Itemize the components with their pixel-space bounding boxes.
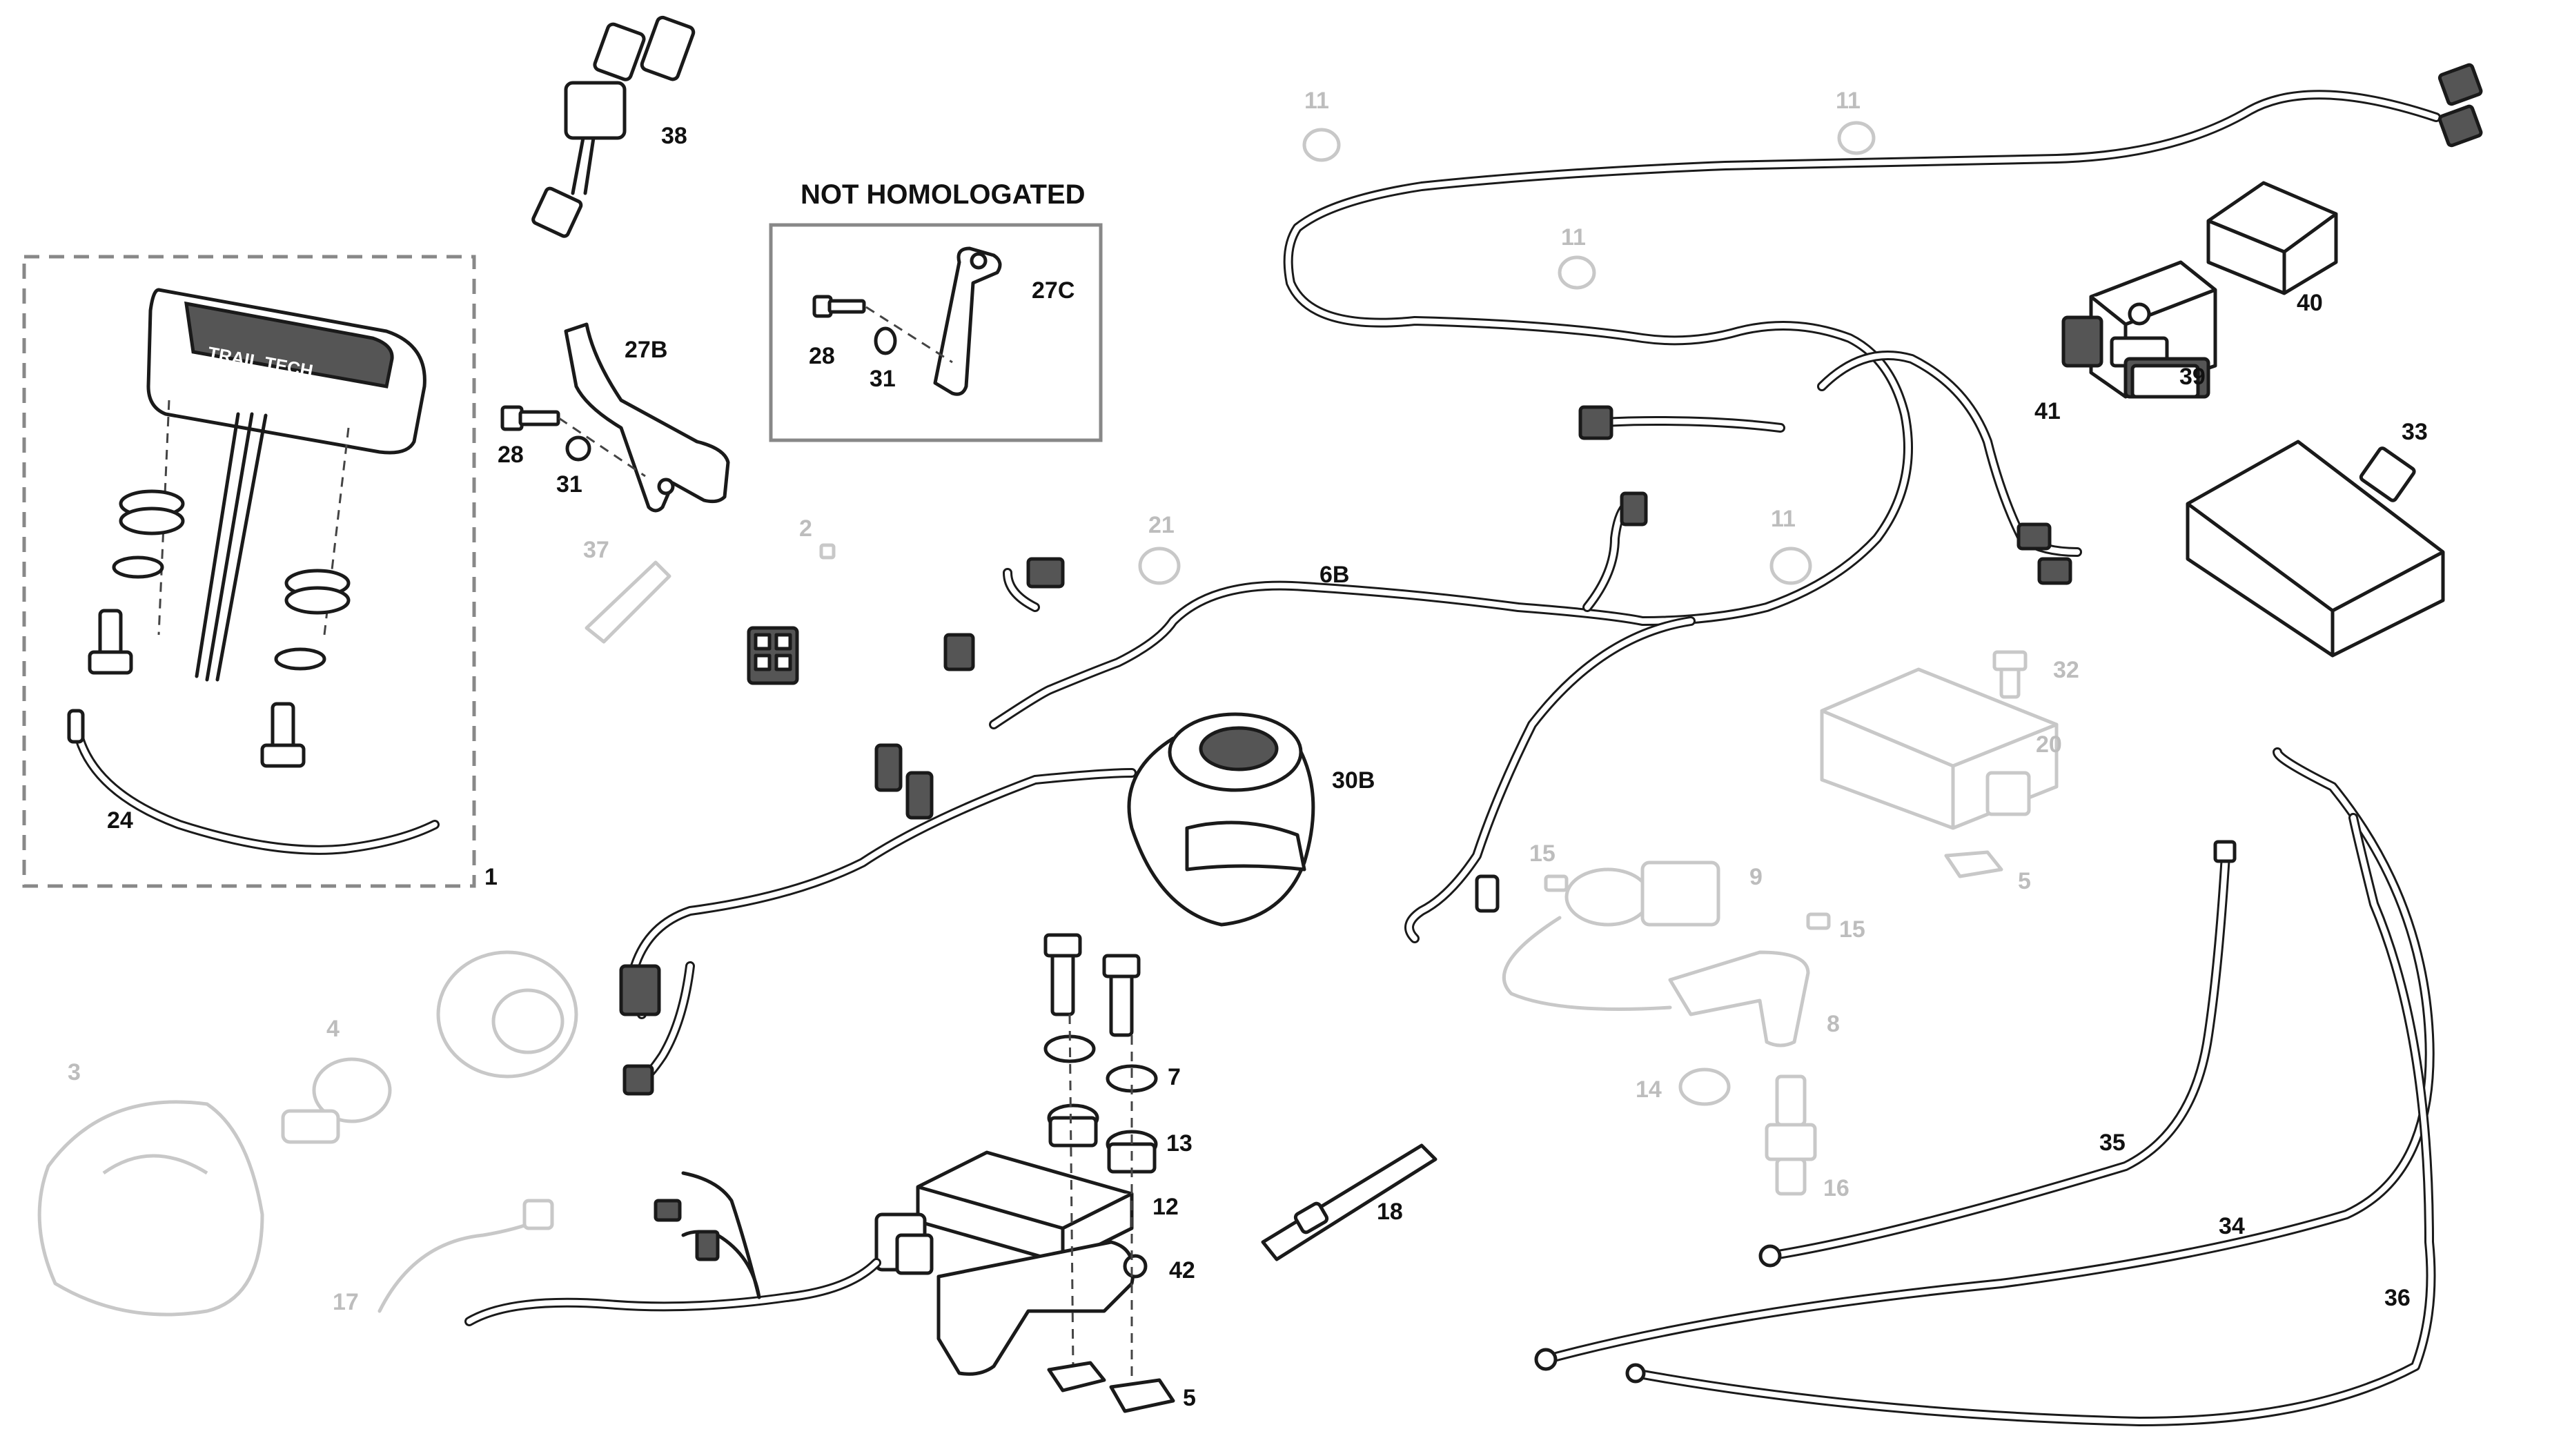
faded-bulb-4 — [281, 1057, 392, 1144]
cdi-unit-12 — [874, 1150, 1134, 1275]
callout-30b: 30B — [1332, 767, 1375, 794]
faded-part-2 — [819, 543, 836, 560]
callout-35: 35 — [2099, 1130, 2126, 1156]
faded-fuse-37 — [585, 560, 671, 644]
rubber-grommet-right — [274, 569, 351, 671]
callout-12: 12 — [1152, 1194, 1179, 1220]
callout-33: 33 — [2402, 419, 2428, 445]
callout-20: 20 — [2036, 731, 2062, 758]
faded-cover-ring — [436, 950, 578, 1079]
callout-27c: 27C — [1032, 277, 1075, 304]
faded-bolt-15 — [1544, 874, 1831, 930]
bolt-left — [88, 609, 133, 675]
callout-28-left: 28 — [498, 442, 524, 468]
faded-clamp-14 — [1678, 1068, 1731, 1106]
callout-41: 41 — [2034, 398, 2061, 424]
faded-ignition-coil-9 — [1502, 860, 1720, 1011]
callout-14: 14 — [1636, 1076, 1662, 1103]
callout-24: 24 — [107, 807, 133, 834]
callout-27b: 27B — [625, 337, 667, 363]
callout-1: 1 — [484, 864, 498, 890]
callout-17: 17 — [333, 1289, 359, 1315]
callout-16: 16 — [1823, 1175, 1849, 1201]
callout-42: 42 — [1169, 1257, 1195, 1283]
cdi-harness — [464, 1171, 881, 1326]
battery-cable-35 — [1758, 840, 2237, 1268]
bolt-right — [260, 702, 306, 768]
not-homologated-box — [769, 223, 1103, 442]
clip-5-bottom — [1047, 1361, 1175, 1413]
faded-headlight-3 — [37, 1100, 264, 1317]
not-homologated-group: NOT HOMOLOGATED — [769, 179, 1103, 442]
relay-cover-40 — [2206, 181, 2338, 295]
bracket-27c — [933, 246, 1002, 396]
callout-11-b: 11 — [1836, 88, 1861, 114]
callout-32: 32 — [2053, 657, 2079, 683]
callout-5-bottom: 5 — [1183, 1385, 1196, 1411]
callout-8: 8 — [1827, 1011, 1840, 1037]
callout-18: 18 — [1377, 1199, 1403, 1225]
callout-11-a: 11 — [1304, 88, 1329, 114]
faded-regulator-20 — [1820, 667, 2059, 830]
not-homologated-heading: NOT HOMOLOGATED — [801, 179, 1086, 210]
callout-4: 4 — [326, 1016, 340, 1042]
callout-15-b: 15 — [1839, 916, 1865, 943]
callout-37: 37 — [583, 537, 609, 563]
callout-36: 36 — [2384, 1285, 2411, 1311]
strap-18 — [1261, 1143, 1438, 1261]
washer-31-box — [874, 326, 897, 355]
callout-38: 38 — [661, 123, 687, 149]
faded-spark-plug-16 — [1765, 1074, 1817, 1196]
handlebar-switch-30b — [1127, 712, 1315, 927]
callout-11-c: 11 — [1561, 224, 1586, 250]
callout-39: 39 — [2179, 364, 2206, 390]
battery-33 — [2186, 440, 2445, 658]
callout-7: 7 — [1168, 1064, 1181, 1090]
faded-bolt-32 — [1992, 650, 2028, 699]
callout-31-left: 31 — [556, 471, 582, 498]
callout-5-right: 5 — [2018, 868, 2031, 894]
faded-sensor-17 — [377, 1199, 554, 1313]
bracket-27b — [564, 322, 730, 513]
dashboard-display: TRAIL TECH — [146, 288, 426, 455]
callout-11-d: 11 — [1771, 506, 1796, 532]
rubber-grommet-left — [112, 489, 185, 579]
callout-13: 13 — [1166, 1130, 1193, 1157]
callout-15-a: 15 — [1529, 840, 1556, 867]
callout-2: 2 — [799, 515, 812, 542]
bolt-28-box — [812, 295, 866, 318]
bracket-42 — [936, 1240, 1148, 1376]
bolt-28-left — [500, 405, 560, 431]
faded-clamps-11-21 — [1138, 121, 1876, 585]
harness-connectors — [619, 63, 2483, 1096]
cdi-mount-bolts — [1043, 933, 1158, 1380]
washer-31-left — [565, 435, 591, 462]
callout-31-box: 31 — [870, 366, 896, 392]
callout-34: 34 — [2219, 1213, 2245, 1239]
callout-9: 9 — [1749, 864, 1763, 890]
battery-cable-34 — [1534, 747, 2435, 1371]
dashboard-kit-box — [22, 255, 476, 888]
key-switch-38 — [531, 15, 696, 238]
starter-relay-39 — [2061, 260, 2217, 399]
battery-cable-36 — [1625, 813, 2436, 1426]
faded-clip-5-right — [1944, 850, 2003, 878]
callout-3: 3 — [68, 1059, 81, 1085]
callout-28-box: 28 — [809, 343, 835, 369]
callout-40: 40 — [2297, 290, 2323, 316]
faded-spark-cap-8 — [1668, 950, 1810, 1047]
dashboard-kit-group: TRAIL TECH — [22, 255, 476, 888]
sensor-cable-24 — [67, 709, 440, 855]
callout-21: 21 — [1148, 512, 1175, 538]
callout-6b: 6B — [1319, 562, 1349, 588]
